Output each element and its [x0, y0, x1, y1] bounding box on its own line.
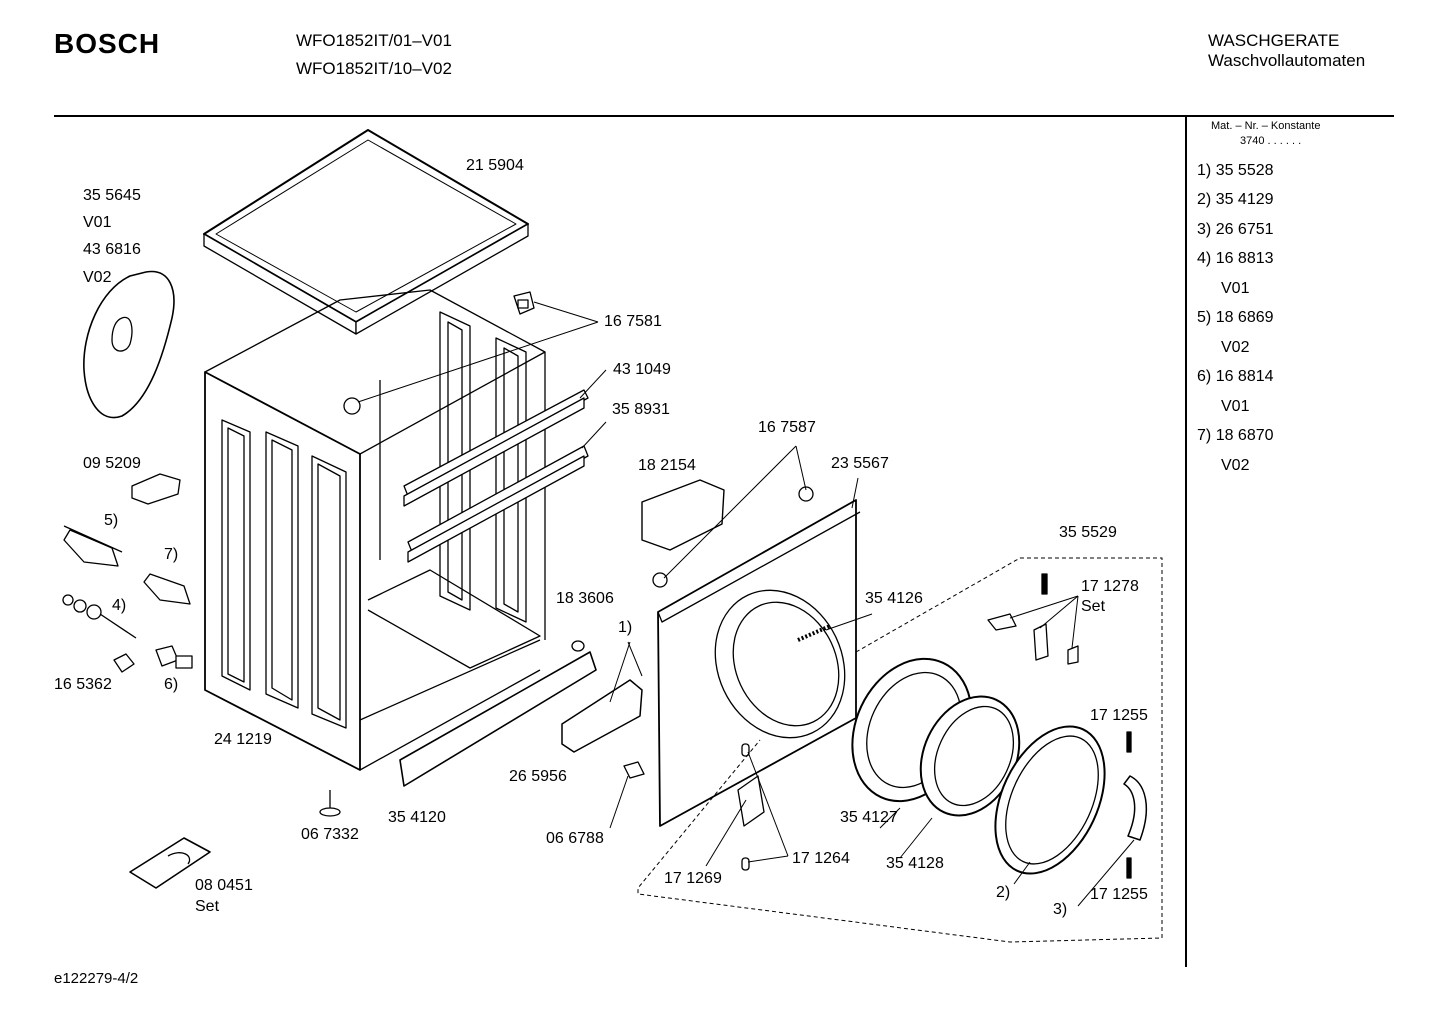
shock-absorber-part-5 [63, 525, 123, 567]
clip-part-top [513, 291, 535, 315]
model-number-1: WFO1852IT/01–V01 [296, 31, 452, 50]
part-label-6: 6) [164, 676, 179, 693]
side-item-6-variant: V01 [1221, 398, 1250, 415]
side-item-4-variant: V01 [1221, 280, 1250, 297]
part-label-066788: 06 6788 [546, 830, 604, 847]
side-item-5: 5) 18 6869 [1197, 309, 1274, 326]
part-label-171255-top: 17 1255 [1090, 707, 1148, 724]
part-label-235567: 23 5567 [831, 455, 889, 472]
cabinet-frame-part [204, 289, 546, 771]
part-label-355645: 35 5645 [83, 187, 141, 204]
door-lock-part [641, 479, 725, 551]
door-hinge-part [737, 743, 765, 871]
exploded-parts-drawing [62, 129, 1163, 943]
side-item-6: 6) 16 8814 [1197, 368, 1274, 385]
transport-bracket-part [129, 837, 211, 889]
screw-part-6 [155, 645, 193, 669]
part-label-354128: 35 4128 [886, 855, 944, 872]
part-label-354126: 35 4126 [865, 590, 923, 607]
part-label-067332: 06 7332 [301, 826, 359, 843]
side-item-3: 3) 26 6751 [1197, 221, 1274, 238]
door-outer-ring-part [994, 725, 1106, 875]
part-label-171255-bottom: 17 1255 [1090, 886, 1148, 903]
part-label-241219: 24 1219 [214, 731, 272, 748]
shock-absorber-part-7 [143, 573, 191, 605]
leader-lines [357, 301, 1135, 907]
rear-insulation-panel-part [83, 270, 175, 419]
door-handle-part [1123, 775, 1148, 841]
part-label-167581: 16 7581 [604, 313, 662, 330]
part-label-171269: 17 1269 [664, 870, 722, 887]
pin-part-right-bottom [1126, 857, 1132, 879]
nut-part-165362 [113, 653, 135, 673]
hinge-small-part [987, 613, 1079, 665]
header-divider [54, 115, 1394, 117]
side-item-5-variant: V02 [1221, 339, 1250, 356]
part-label-165362: 16 5362 [54, 676, 112, 693]
part-label-354127: 35 4127 [840, 809, 898, 826]
pin-part-upper [1041, 573, 1048, 595]
side-item-7: 7) 18 6870 [1197, 427, 1274, 444]
part-label-183606: 18 3606 [556, 590, 614, 607]
side-item-1: 1) 35 5528 [1197, 162, 1274, 179]
spring-part [797, 624, 831, 642]
top-cover-part [203, 129, 529, 335]
category-subtitle: Waschvollautomaten [1208, 51, 1366, 70]
part-label-5: 5) [104, 512, 119, 529]
part-label-358931: 35 8931 [612, 401, 670, 418]
part-label-436816: 43 6816 [83, 241, 141, 258]
model-number-2: WFO1852IT/10–V02 [296, 59, 452, 78]
part-label-182154: 18 2154 [638, 457, 696, 474]
part-label-095209: 09 5209 [83, 455, 141, 472]
brand-logo: BOSCH [54, 28, 161, 59]
part-label-2: 2) [996, 884, 1011, 901]
fuse-part [623, 761, 645, 779]
clip-part-rear [343, 397, 361, 415]
part-label-354120: 35 4120 [388, 809, 446, 826]
holder-clip-part [131, 473, 181, 505]
part-label-1: 1) [618, 619, 633, 636]
category-title: WASCHGERATE [1208, 31, 1340, 50]
part-label-7: 7) [164, 546, 179, 563]
part-label-set-171278: Set [1081, 598, 1106, 615]
part-label-355529: 35 5529 [1059, 524, 1117, 541]
part-label-171278: 17 1278 [1081, 578, 1139, 595]
side-item-7-variant: V02 [1221, 457, 1250, 474]
part-label-080451: 08 0451 [195, 877, 253, 894]
pin-part-right-top [1126, 731, 1132, 753]
cross-brace-part-lower [407, 445, 589, 563]
side-panel-divider [1185, 115, 1187, 967]
detergent-drawer-part [561, 679, 643, 753]
part-label-167587: 16 7587 [758, 419, 816, 436]
hinge-part-right [798, 486, 814, 502]
part-label-v02: V02 [83, 269, 112, 286]
foot-part [319, 790, 341, 817]
material-note-line2: 3740 . . . . . . [1240, 135, 1302, 147]
kickplate-part [359, 639, 597, 787]
bolt-part-4 [62, 594, 137, 639]
part-label-v01: V01 [83, 214, 112, 231]
cross-brace-part-upper [403, 389, 589, 507]
material-note-line1: Mat. – Nr. – Konstante [1211, 120, 1321, 132]
part-label-3: 3) [1053, 901, 1068, 918]
drawing-id: e122279-4/2 [54, 970, 139, 987]
side-item-4: 4) 16 8813 [1197, 250, 1274, 267]
front-panel-part [657, 499, 861, 827]
part-label-265956: 26 5956 [509, 768, 567, 785]
pin-part [571, 640, 585, 652]
part-label-171264: 17 1264 [792, 850, 850, 867]
hinge-part-left [652, 572, 668, 588]
part-label-431049: 43 1049 [613, 361, 671, 378]
part-label-set-080451: Set [195, 898, 220, 915]
side-item-2: 2) 35 4129 [1197, 191, 1274, 208]
part-label-215904: 21 5904 [466, 157, 524, 174]
part-label-4: 4) [112, 597, 127, 614]
door-assembly-outline [637, 557, 1163, 943]
